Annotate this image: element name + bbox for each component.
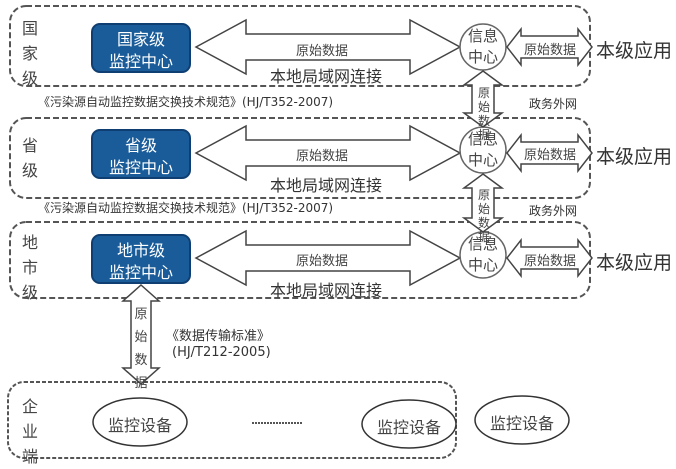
municipal-app-double-arrow: [506, 237, 593, 279]
inter-level-data-label-2: 原始 数据: [477, 188, 490, 244]
municipal-lan-label: 本地局域网连接: [270, 281, 383, 300]
standard-label-1: 《污染源自动监控数据交换技术规范》(HJ/T352-2007): [38, 95, 334, 109]
transmission-standard-line2: (HJ/T212-2005): [172, 345, 271, 360]
national-info-center-label: 信息 中心: [467, 27, 498, 66]
municipal-side-label: 地 市 级: [21, 233, 38, 302]
municipal-monitoring-center[interactable]: 地市级 监控中心: [91, 234, 191, 284]
provincial-info-center-label: 信息 中心: [467, 130, 498, 169]
national-app-link-label: 原始数据: [524, 43, 577, 58]
national-link-label: 原始数据: [296, 44, 349, 59]
monitoring-device-label-3: 监控设备: [489, 414, 554, 433]
municipal-app-link-label: 原始数据: [524, 254, 577, 269]
inter-level-data-label-1: 原始 数据: [477, 86, 490, 142]
standard-label-2: 《污染源自动监控数据交换技术规范》(HJ/T352-2007): [38, 201, 334, 215]
provincial-side-label: 省 级: [21, 136, 38, 180]
network-label-2: 政务外网: [529, 204, 578, 218]
provincial-lan-label: 本地局域网连接: [270, 176, 383, 195]
monitoring-device-label-2: 监控设备: [376, 418, 441, 437]
municipal-link-label: 原始数据: [296, 254, 349, 269]
monitoring-device-label-1: 监控设备: [107, 416, 172, 435]
national-monitoring-center[interactable]: 国家级 监控中心: [91, 23, 191, 73]
provincial-link-label: 原始数据: [296, 149, 349, 164]
network-label-1: 政务外网: [529, 97, 578, 111]
municipal-enterprise-double-arrow: [121, 283, 161, 386]
monitoring-device-ellipse-1[interactable]: [92, 397, 188, 447]
enterprise-side-label: 企 业 端: [21, 397, 38, 466]
provincial-app-label: 本级应用: [596, 146, 673, 168]
national-provincial-double-arrow: [461, 70, 505, 128]
provincial-monitoring-center[interactable]: 省级 监控中心: [91, 129, 191, 179]
provincial-app-link-label: 原始数据: [524, 148, 577, 163]
national-app-double-arrow: [506, 26, 593, 68]
municipal-info-center-label: 信息 中心: [467, 235, 498, 274]
national-side-label: 国 家 级: [21, 19, 38, 88]
national-app-label: 本级应用: [596, 40, 673, 62]
provincial-municipal-double-arrow: [461, 173, 505, 233]
national-lan-label: 本地局域网连接: [270, 67, 383, 86]
provincial-level-container: [9, 117, 591, 199]
national-info-center-circle[interactable]: [459, 23, 507, 71]
municipal-app-label: 本级应用: [596, 252, 673, 274]
enterprise-data-label: 原 始 数 据: [134, 307, 148, 391]
transmission-standard-line1: 《数据传输标准》: [166, 329, 271, 344]
provincial-app-double-arrow: [506, 132, 593, 174]
monitoring-device-ellipse-3[interactable]: [474, 395, 570, 445]
monitoring-device-ellipse-2[interactable]: [361, 399, 457, 449]
